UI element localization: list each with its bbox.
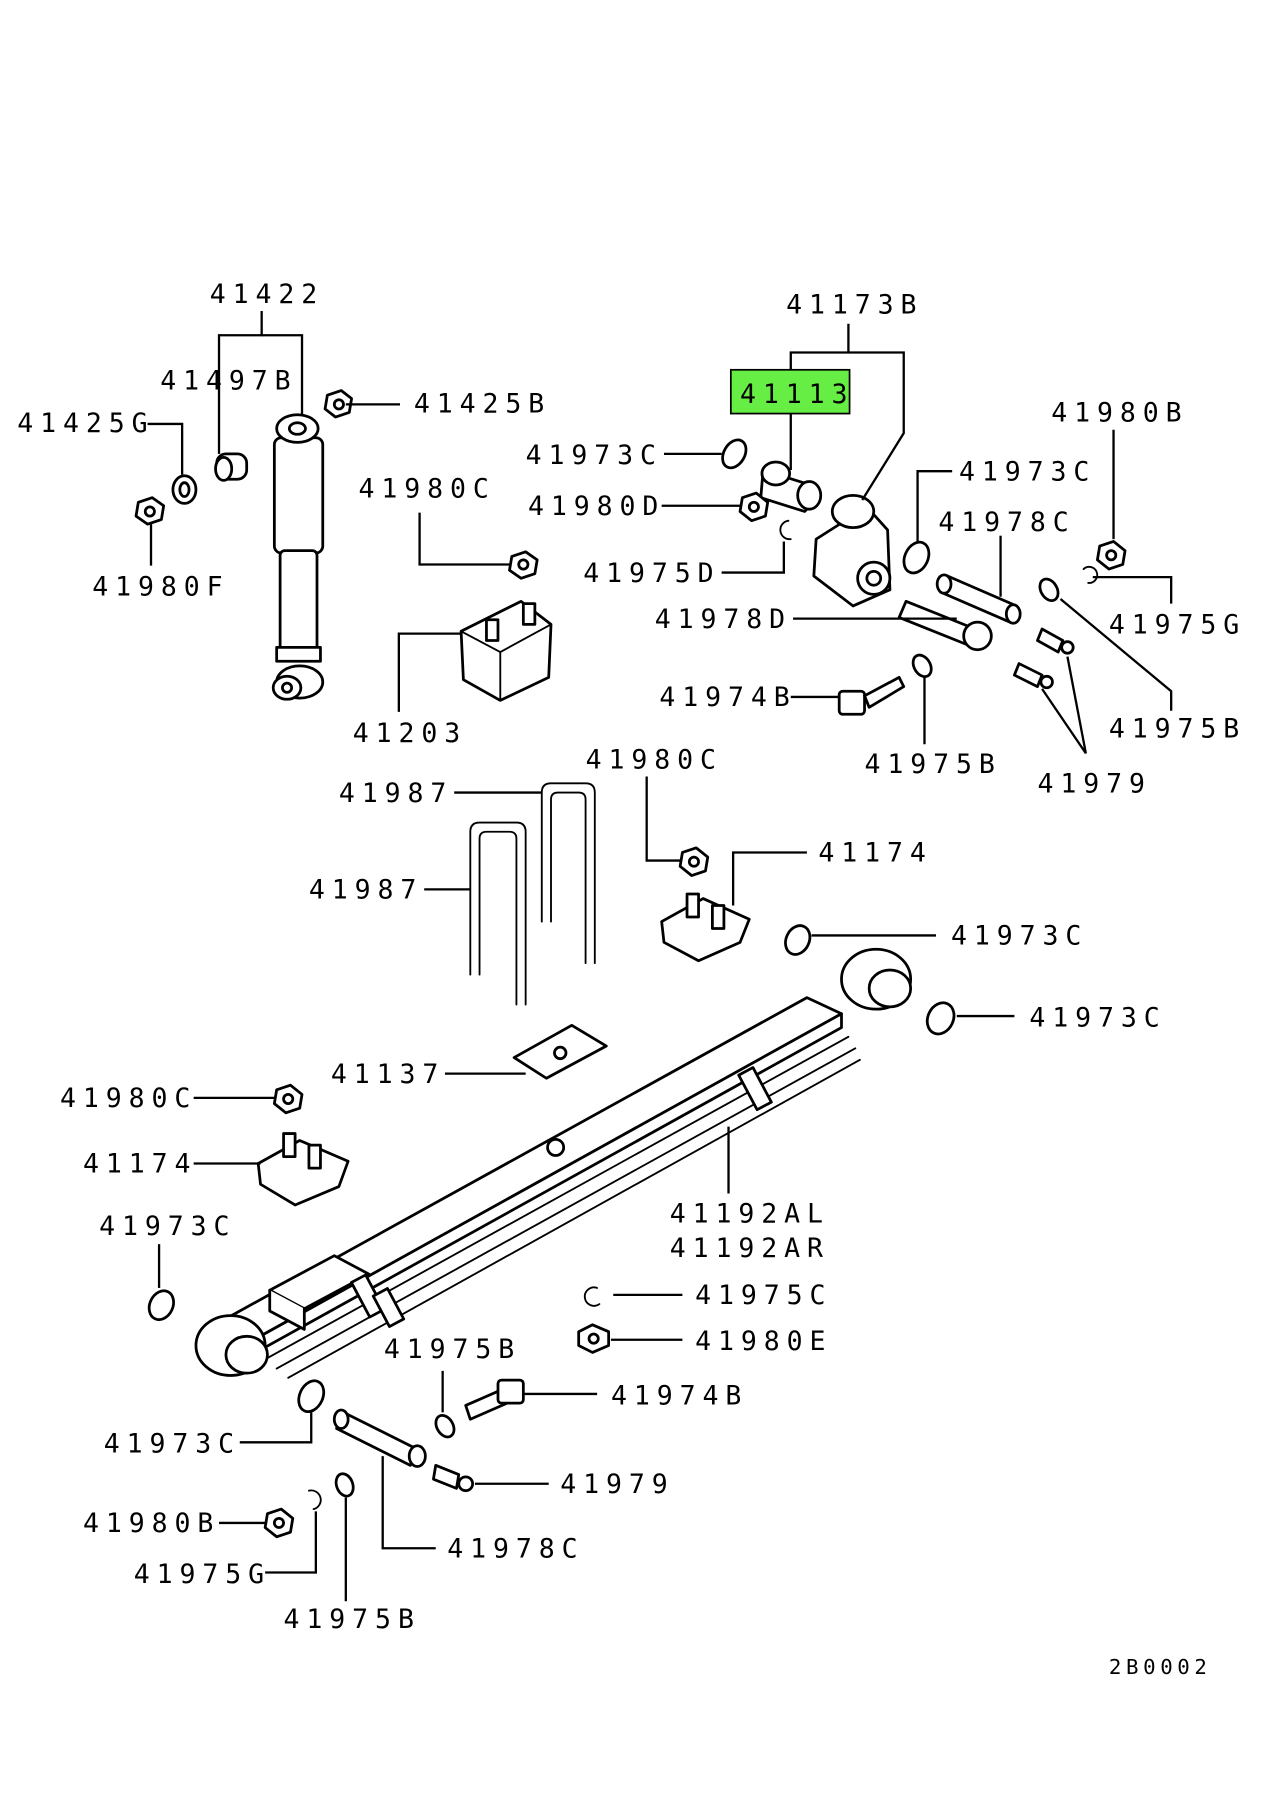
nut-41425b — [323, 389, 353, 419]
center-plate-41137 — [512, 1023, 608, 1080]
callout-41978c-b[interactable]: 41978C — [447, 1534, 584, 1565]
callout-41973c-a[interactable]: 41973C — [526, 440, 663, 471]
nut-41980f — [134, 496, 166, 526]
callout-41975b-a[interactable]: 41975B — [865, 749, 1002, 780]
callout-41975b-b[interactable]: 41975B — [1109, 713, 1246, 744]
callout-41174-a[interactable]: 41174 — [818, 838, 932, 869]
washer-41973c-top — [721, 438, 748, 470]
washer-41973c-right — [902, 540, 931, 575]
clip-41975d — [779, 519, 792, 541]
callout-41980b-a[interactable]: 41980B — [1051, 398, 1188, 429]
callout-41979-b[interactable]: 41979 — [560, 1469, 674, 1500]
washer-41975b-top — [911, 653, 933, 678]
callout-41980c-a[interactable]: 41980C — [358, 474, 495, 505]
callout-41974b-b[interactable]: 41974B — [611, 1380, 748, 1411]
callout-41497b[interactable]: 41497B — [160, 365, 297, 396]
callout-41975d[interactable]: 41975D — [583, 558, 720, 589]
grease-nipple-41979-a — [1036, 627, 1075, 655]
callout-41137[interactable]: 41137 — [331, 1059, 445, 1090]
callout-labels: 41422 41497B 41425B 41425G 41980F 41980C… — [17, 279, 1246, 1679]
leaf-spring — [194, 947, 913, 1379]
nut-41980e — [577, 1323, 611, 1354]
washer-41973c-bottom — [297, 1379, 326, 1414]
leader-lines — [147, 311, 1173, 1602]
callout-41980d[interactable]: 41980D — [528, 491, 665, 522]
bump-pad-41174-top — [660, 892, 751, 963]
bolt-41974b-top — [837, 675, 906, 716]
washer-41425g — [171, 474, 198, 505]
callout-41980e[interactable]: 41980E — [695, 1326, 832, 1357]
nut-41980b-bottom — [263, 1507, 295, 1539]
callout-41173b[interactable]: 41173B — [786, 289, 923, 320]
callout-41975b-c[interactable]: 41975B — [384, 1334, 521, 1365]
bump-pad-41174-left — [256, 1132, 350, 1207]
callout-41975b-d[interactable]: 41975B — [284, 1604, 421, 1635]
callout-41987-a[interactable]: 41987 — [339, 778, 453, 809]
callout-41979-a[interactable]: 41979 — [1037, 769, 1151, 800]
callout-41973c-b[interactable]: 41973C — [959, 456, 1096, 487]
callout-41174-b[interactable]: 41174 — [83, 1149, 197, 1180]
shock-absorber — [271, 413, 325, 701]
shackle-bushing-41113 — [759, 460, 823, 513]
shackle-plate — [812, 493, 892, 608]
pin-41978c-bottom — [332, 1408, 427, 1468]
grease-nipple-41979-bottom — [432, 1463, 475, 1493]
callout-41980c-b[interactable]: 41980C — [586, 744, 723, 775]
callout-41973c-d[interactable]: 41973C — [1029, 1002, 1166, 1033]
figure-code: 2B0002 — [1109, 1655, 1212, 1679]
callout-41978d[interactable]: 41978D — [655, 604, 792, 635]
washer-41973c-left-top — [147, 1289, 175, 1322]
callout-41422[interactable]: 41422 — [210, 279, 324, 310]
callout-41974b-a[interactable]: 41974B — [659, 682, 796, 713]
callout-41203[interactable]: 41203 — [353, 718, 467, 749]
callout-41975c[interactable]: 41975C — [695, 1280, 832, 1311]
callout-41987-b[interactable]: 41987 — [309, 875, 423, 906]
callout-41425b[interactable]: 41425B — [414, 388, 551, 419]
highlight-box-41113 — [729, 368, 851, 415]
callout-41975g-b[interactable]: 41975G — [134, 1559, 271, 1590]
nut-41980b-top — [1096, 540, 1127, 571]
callout-41113[interactable]: 41113 — [740, 379, 854, 410]
bushing-41497b — [214, 452, 249, 482]
callout-41192al[interactable]: 41192AL — [670, 1198, 830, 1229]
callout-41973c-e[interactable]: 41973C — [99, 1211, 236, 1242]
nut-41980c-left — [272, 1083, 304, 1115]
bump-stop-41203 — [459, 599, 553, 702]
washer-41975b-mid — [434, 1414, 456, 1439]
nut-41980d — [738, 491, 770, 523]
u-bolt-41987-back — [540, 782, 596, 964]
callout-41192ar[interactable]: 41192AR — [670, 1233, 830, 1264]
grease-nipple-41979-b — [1013, 662, 1054, 690]
callout-41980c-c[interactable]: 41980C — [60, 1083, 197, 1114]
callout-41975g-a[interactable]: 41975G — [1109, 610, 1246, 641]
washer-41973c-right-eye — [925, 1001, 956, 1036]
washer-41975b-right — [1038, 577, 1060, 602]
nut-41980c-top — [508, 550, 539, 580]
callout-41980f[interactable]: 41980F — [92, 572, 229, 603]
clip-41975g-bottom — [308, 1489, 322, 1511]
clip-41975g-top — [1082, 565, 1099, 584]
u-bolt-41987-front — [469, 821, 527, 1006]
washer-41973c-mid — [784, 924, 812, 956]
callout-41978c-a[interactable]: 41978C — [938, 507, 1075, 538]
callout-41973c-c[interactable]: 41973C — [951, 921, 1088, 952]
nut-41980c-mid — [678, 846, 710, 877]
callout-41973c-f[interactable]: 41973C — [104, 1429, 241, 1460]
bolt-41974b-bottom — [464, 1378, 525, 1421]
washer-41975b-bottom — [334, 1472, 355, 1498]
callout-41425g[interactable]: 41425G — [17, 408, 154, 439]
callout-41980b-b[interactable]: 41980B — [83, 1508, 220, 1539]
pin-41978c-top — [935, 573, 1022, 625]
clip-41975c — [583, 1286, 601, 1307]
